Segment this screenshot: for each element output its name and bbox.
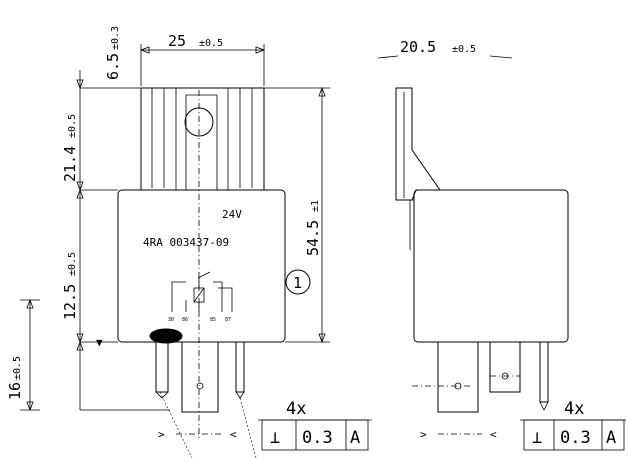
balloon-number: 1 [293,274,302,292]
dim-pin-length-tol: ±0.3 [110,26,121,50]
datum-marker: ▼ [96,336,103,349]
view-arrow-1: > [158,428,165,441]
dim-body-tol: ±0.5 [67,252,78,276]
dim-pin-length-value: 6.5 [104,53,122,80]
relay-schematic-symbol: 30 86 85 87 [168,271,233,323]
dim-side-width-tol: ±0.5 [452,44,476,55]
dim-total-tol: ±1 [310,200,321,212]
dim-width-tol: ±0.5 [199,38,223,49]
view-arrow-4: < [490,428,497,441]
relay-body [117,189,286,343]
tolerance-frame-left: 4x ⊥ 0.3 A [258,399,372,451]
dim-body-value: 12.5 [61,284,79,320]
pin-label-85: 85 [210,317,216,323]
pin-label-87: 87 [225,317,231,323]
tol-count-left: 4x [286,399,306,419]
side-body [413,189,569,343]
mounting-bracket [395,87,441,201]
tol-symbol-right: ⊥ [532,428,542,448]
tol-count-right: 4x [564,399,584,419]
pin-label-86: 86 [182,317,188,323]
tol-symbol-left: ⊥ [270,428,280,448]
dim-terminal-value: 16 [6,382,24,400]
dim-total-value: 54.5 [304,220,322,256]
front-dimensions: 25 ±0.5 6.5 ±0.3 21.4 ±0.5 12.5 ±0.5 16 … [6,26,330,412]
tol-datum-right: A [606,428,616,448]
tolerance-frame-right: 4x ⊥ 0.3 A [520,399,626,451]
side-dimensions: 20.5 ±0.5 [377,38,513,59]
dim-side-width-value: 20.5 [400,38,436,56]
tol-value-right: 0.3 [560,428,591,448]
part-number-label: 4RA 003437-09 [143,236,229,249]
tol-datum-left: A [350,428,360,448]
dim-connector-tol: ±0.5 [67,114,78,138]
connector-housing [140,87,265,191]
dim-terminal-tol: ±0.5 [12,356,23,380]
side-view [395,87,569,413]
tol-value-left: 0.3 [302,428,333,448]
view-arrow-2: < [230,428,237,441]
voltage-label: 24V [222,208,242,221]
front-terminals [149,328,257,458]
view-arrow-3: > [420,428,427,441]
dim-width-value: 25 [168,32,186,50]
view-arrows: > < > < [158,428,497,441]
front-view: 24V 4RA 003437-09 30 86 85 87 [117,87,286,458]
pin-label-30: 30 [168,317,174,323]
balloon-circle [285,269,311,295]
dim-connector-value: 21.4 [61,146,79,182]
